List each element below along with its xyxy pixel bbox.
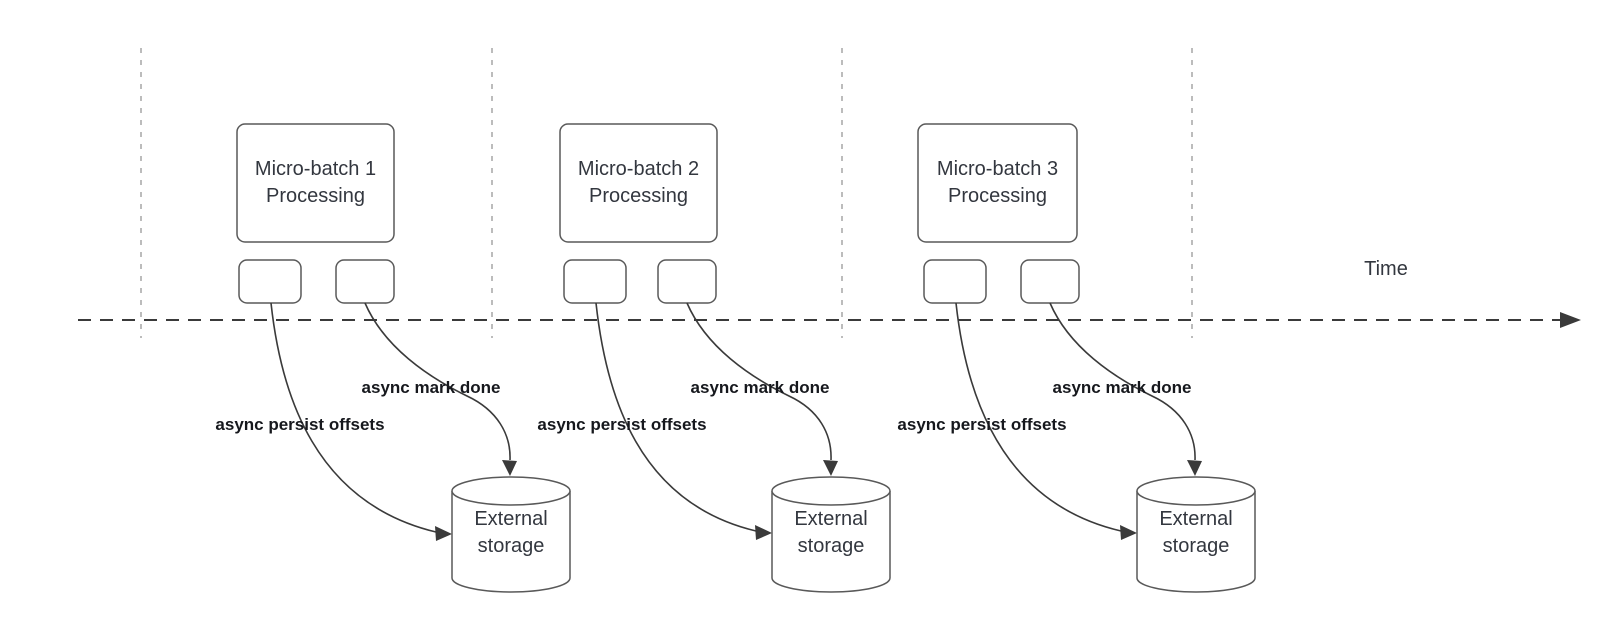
persist-arrow (595, 302, 757, 532)
persist-arrowhead-icon (1120, 525, 1137, 540)
mark-done-label: async mark done (690, 378, 830, 397)
storage-label: External storage (1159, 508, 1233, 557)
offset-chip (238, 259, 302, 304)
process-box (236, 123, 395, 243)
storage-label: External storage (474, 508, 548, 557)
persist-offsets-label: async persist offsets (897, 415, 1067, 434)
storage-cylinder-body (1136, 491, 1256, 593)
time-axis-arrowhead-icon (1560, 312, 1581, 328)
storage-label: External storage (794, 508, 868, 557)
done-chip (335, 259, 395, 304)
done-arrow (364, 302, 511, 461)
offset-chip (923, 259, 987, 304)
storage-cylinder-body (451, 491, 571, 593)
storage-cylinder-top (1136, 476, 1256, 506)
persist-arrowhead-icon (435, 526, 452, 541)
done-arrowhead-icon (1187, 460, 1202, 476)
offset-chip (563, 259, 627, 304)
process-box (917, 123, 1078, 243)
persist-arrowhead-icon (755, 525, 772, 540)
storage-cylinder-top (451, 476, 571, 506)
done-arrowhead-icon (823, 460, 838, 476)
mark-done-label: async mark done (361, 378, 501, 397)
persist-arrow (270, 302, 437, 533)
done-chip (1020, 259, 1080, 304)
persist-offsets-label: async persist offsets (215, 415, 385, 434)
storage-cylinder-top (771, 476, 891, 506)
mark-done-label: async mark done (1052, 378, 1192, 397)
done-arrow (686, 302, 832, 461)
process-box-label: Micro-batch 2 Processing (577, 158, 700, 207)
process-box (559, 123, 718, 243)
done-chip (657, 259, 717, 304)
process-box-label: Micro-batch 1 Processing (254, 158, 377, 207)
persist-offsets-label: async persist offsets (537, 415, 707, 434)
done-arrowhead-icon (502, 460, 517, 476)
storage-cylinder-body (771, 491, 891, 593)
done-arrow (1049, 302, 1196, 461)
process-box-label: Micro-batch 3 Processing (936, 158, 1059, 207)
persist-arrow (955, 302, 1122, 532)
time-axis-label: Time (1364, 258, 1408, 280)
